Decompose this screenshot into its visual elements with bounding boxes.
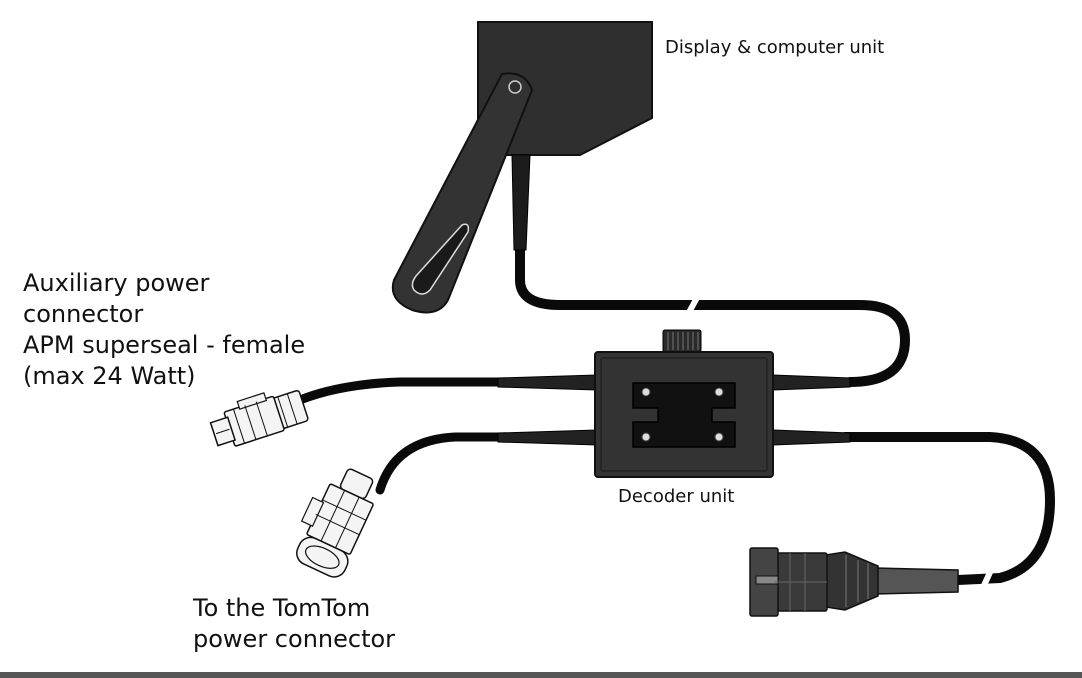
decoder-housing-inset <box>600 357 768 472</box>
tomtom-label-line: To the TomTom <box>193 594 371 622</box>
tomtom-connector-nose <box>296 536 349 578</box>
tomtom-label-line: power connector <box>193 625 396 653</box>
strain-relief-right-bottom <box>772 429 851 446</box>
vehicle-connector-key <box>755 575 779 585</box>
bracket-pivot-hole <box>508 80 522 94</box>
tomtom-label: To the TomTom power connector <box>193 593 395 655</box>
aux-power-label-line: APM superseal - female <box>23 331 306 359</box>
decoder-unit <box>497 329 851 478</box>
decoder-knob <box>662 329 702 353</box>
tomtom-connector-latch <box>300 496 325 527</box>
aux-power-label-line: connector <box>23 300 144 328</box>
vehicle-cable <box>840 432 1055 585</box>
display-computer-unit <box>391 21 653 314</box>
cables <box>295 245 1055 597</box>
aux-cable <box>295 377 505 405</box>
vehicle-connector-tail <box>874 567 959 595</box>
display-cable <box>515 245 910 387</box>
aux-power-label-line: (max 24 Watt) <box>23 362 196 390</box>
cable-break-mark <box>683 289 703 321</box>
cable-break-mark <box>977 565 995 597</box>
mounting-bracket-arm <box>391 72 534 314</box>
vehicle-connector <box>749 547 959 617</box>
bottom-divider <box>0 672 1082 678</box>
display-cable-strain-relief <box>511 154 531 251</box>
mounting-screws <box>641 387 724 442</box>
tomtom-power-connector <box>296 468 374 578</box>
decoder-mounting-plate <box>632 382 736 448</box>
display-unit-label: Display & computer unit <box>665 37 885 58</box>
tomtom-cable <box>375 432 505 495</box>
aux-connector-latch <box>236 392 268 410</box>
aux-power-connector <box>209 389 309 447</box>
strain-relief-left-top <box>497 374 598 391</box>
vehicle-connector-boot <box>825 551 879 611</box>
tomtom-connector-socket <box>304 545 340 569</box>
strain-relief-right-top <box>772 374 851 391</box>
strain-relief-left-bottom <box>497 429 598 446</box>
aux-power-label: Auxiliary power connector APM superseal … <box>23 268 305 392</box>
decoder-unit-label: Decoder unit <box>618 486 735 507</box>
aux-power-label-line: Auxiliary power <box>23 269 210 297</box>
bracket-slot <box>411 223 470 295</box>
